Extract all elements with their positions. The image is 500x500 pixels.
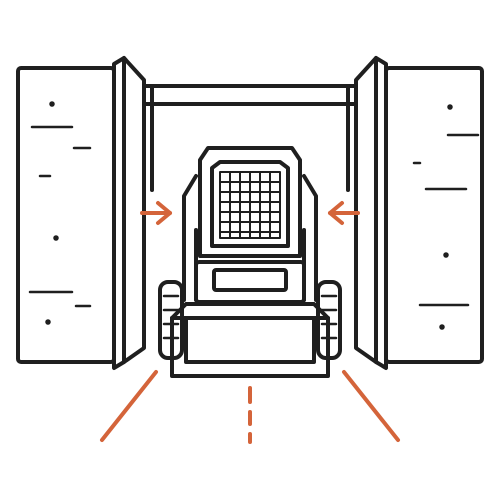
right-gate-frame xyxy=(354,56,388,370)
left-lift-arm xyxy=(182,174,198,302)
arrow-left-icon xyxy=(328,201,360,225)
left-wall-texture xyxy=(28,101,92,325)
cab-grille xyxy=(219,171,281,239)
right-wall-outline xyxy=(384,66,484,364)
left-wall-outline xyxy=(16,66,116,364)
left-gate-frame xyxy=(112,56,146,370)
left-wall xyxy=(16,66,116,364)
loader-cab xyxy=(198,146,302,258)
loader-bucket xyxy=(170,302,330,378)
right-wall-texture xyxy=(412,104,480,330)
left-guide-line xyxy=(100,370,158,442)
right-guide-line xyxy=(342,370,400,442)
arrow-right-icon xyxy=(140,201,172,225)
right-wall xyxy=(384,66,484,364)
skid-steer-loader-icon xyxy=(158,146,342,378)
gateway-top-beam xyxy=(142,84,358,192)
right-lift-arm xyxy=(302,174,318,302)
